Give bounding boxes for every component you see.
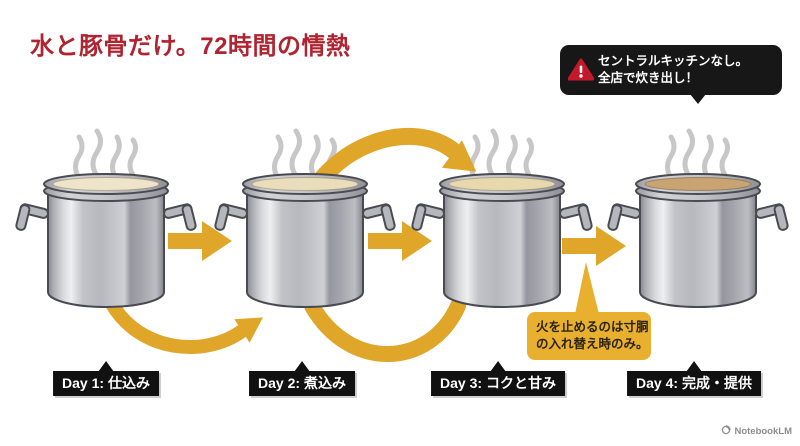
notebooklm-label: NotebookLM <box>734 426 792 437</box>
warning-bubble: セントラルキッチンなし。 全店で炊き出し！ <box>560 45 782 104</box>
pot-day2 <box>213 173 397 308</box>
notebooklm-logo-icon <box>721 425 732 438</box>
arc-arrowhead-icon <box>234 317 263 343</box>
steam-icon <box>668 131 728 178</box>
pot-day4 <box>606 173 790 308</box>
day3-label: Day 3: コクと甘み <box>431 371 565 396</box>
arrow-right-icon <box>368 221 432 261</box>
arc-arrow-bottom-1 <box>105 297 249 354</box>
page-title: 水と豚骨だけ。72時間の情熱 <box>30 33 351 60</box>
callout-pointer <box>575 262 599 314</box>
arrow-right-icon <box>562 226 626 266</box>
warning-triangle-icon <box>567 58 595 87</box>
callout-line-1: 火を止めるのは寸胴 <box>536 320 649 334</box>
callout-line-2: の入れ替え時のみ。 <box>536 337 649 351</box>
arc-arrowhead-icon <box>442 140 477 172</box>
day4-label: Day 4: 完成・提供 <box>627 371 761 396</box>
day2-label: Day 2: 煮込み <box>249 371 355 396</box>
pot-day1 <box>14 173 198 308</box>
notebooklm-watermark: NotebookLM <box>721 425 792 438</box>
steam-icon <box>76 131 136 178</box>
fire-note-callout: 火を止めるのは寸胴 の入れ替え時のみ。 <box>527 312 651 360</box>
steam-icon <box>472 131 532 178</box>
day1-label: Day 1: 仕込み <box>53 371 159 396</box>
warning-line-2: 全店で炊き出し！ <box>598 71 699 85</box>
pot-day3 <box>410 173 594 308</box>
bubble-tail <box>690 94 706 104</box>
warning-line-1: セントラルキッチンなし。 <box>598 54 749 68</box>
arc-arrow-bottom-2 <box>304 298 466 362</box>
